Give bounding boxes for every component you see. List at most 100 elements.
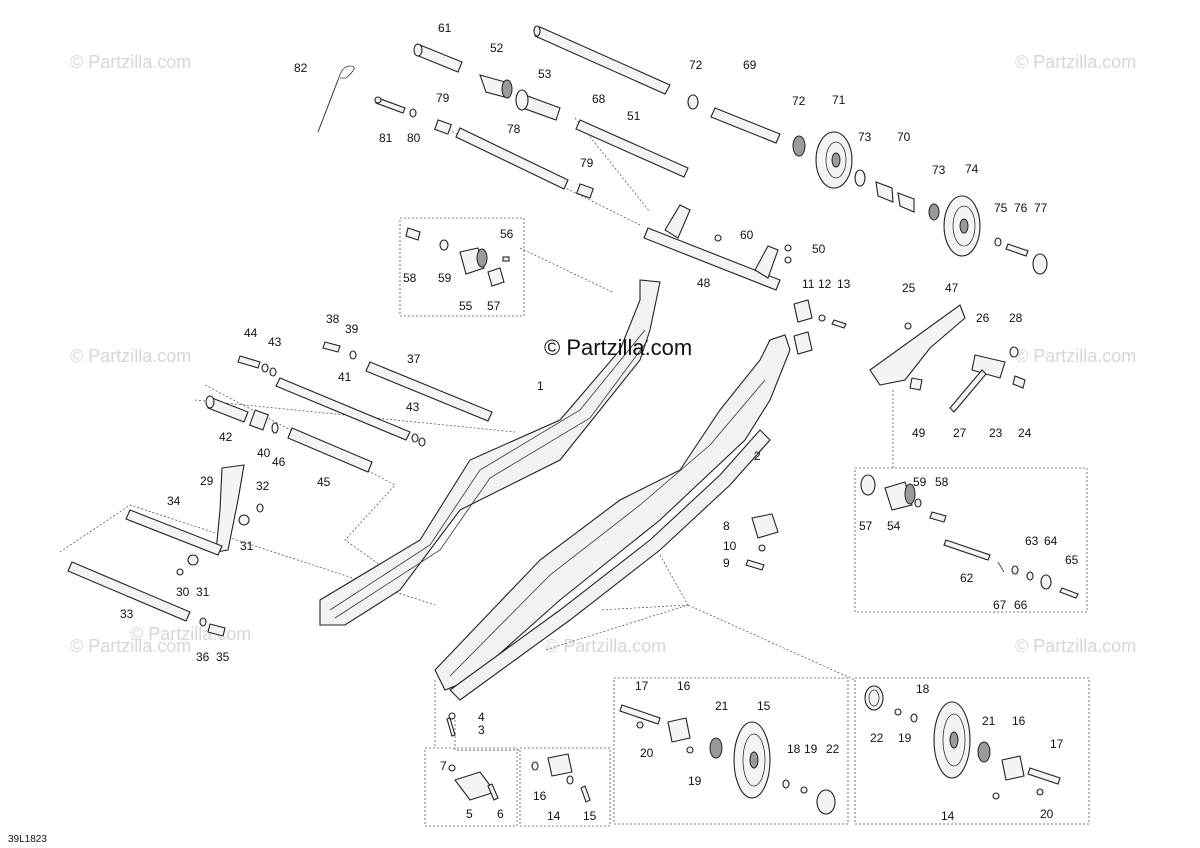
part-label: 41 <box>338 370 352 384</box>
rail-1 <box>319 279 661 626</box>
part-label: 4 <box>478 710 485 724</box>
part-label: 28 <box>1009 311 1023 325</box>
part-label: 5 <box>466 807 473 821</box>
part-label: 46 <box>272 455 286 469</box>
washer-18 <box>782 779 790 789</box>
washer-66 <box>1011 565 1019 575</box>
spacer-61 <box>415 44 463 73</box>
part-label: 27 <box>953 426 967 440</box>
bolt-38 <box>322 341 341 353</box>
shaft-33 <box>67 561 191 622</box>
part-label: 57 <box>859 519 873 533</box>
washer-10 <box>758 544 766 552</box>
part-label: 79 <box>580 156 594 170</box>
nut-50 <box>784 244 792 252</box>
part-label: 17 <box>1050 737 1064 751</box>
shaft-34 <box>125 509 223 556</box>
bolt-17 <box>619 704 661 725</box>
washer-59b <box>914 498 922 508</box>
washer-64 <box>1040 574 1052 590</box>
part-label: 71 <box>832 93 846 107</box>
washer-72b <box>792 135 806 157</box>
part-label: 61 <box>438 21 452 35</box>
top-assembly <box>317 25 1048 291</box>
part-label: 43 <box>268 335 282 349</box>
nut-28 <box>1009 346 1019 358</box>
part-label: 48 <box>697 276 711 290</box>
part-label: 79 <box>436 91 450 105</box>
washer-80 <box>409 108 417 118</box>
bolt-13 <box>831 319 847 329</box>
part-label: 40 <box>257 446 271 460</box>
watermark: © Partzilla.com <box>70 346 191 366</box>
nut-19 <box>686 746 694 754</box>
part-label: 18 <box>787 742 801 756</box>
part-label: 11 <box>802 277 815 291</box>
washer-72 <box>687 94 699 110</box>
washer-12 <box>818 314 826 322</box>
part-label: 10 <box>723 539 737 553</box>
part-label: 19 <box>804 742 818 756</box>
part-label: 1 <box>537 379 544 393</box>
part-label: 52 <box>490 41 504 55</box>
part-label: 31 <box>240 539 254 553</box>
slider-8 <box>751 513 779 539</box>
part-label: 64 <box>1044 534 1058 548</box>
watermark: © Partzilla.com <box>1015 346 1136 366</box>
part-label: 13 <box>837 277 851 291</box>
part-label: 25 <box>902 281 916 295</box>
part-label: 54 <box>887 519 901 533</box>
washer-43 <box>269 367 277 377</box>
part-label: 9 <box>723 556 730 570</box>
nut-20 <box>636 721 644 729</box>
part-label: 67 <box>993 598 1007 612</box>
bolt-3 <box>446 717 456 737</box>
part-label: 50 <box>812 242 826 256</box>
right-box-parts <box>860 474 1079 599</box>
bolt-27 <box>949 369 987 413</box>
part-label: 21 <box>715 699 729 713</box>
wheel-box-left <box>619 704 836 815</box>
part-label: 37 <box>407 352 421 366</box>
washer-63 <box>1026 571 1034 581</box>
rail-2 <box>434 334 791 701</box>
slider-group <box>745 513 779 571</box>
watermark: © Partzilla.com <box>130 624 251 644</box>
watermarks: © Partzilla.com © Partzilla.com © Partzi… <box>70 52 1136 656</box>
part-label: 59 <box>913 475 927 489</box>
part-label: 69 <box>743 58 757 72</box>
shaft-51 <box>575 119 689 178</box>
watermark: © Partzilla.com <box>545 636 666 656</box>
part-label: 60 <box>740 228 754 242</box>
bearing-73 <box>854 169 866 187</box>
bushing-57b <box>860 474 876 496</box>
part-label: 18 <box>916 682 930 696</box>
bolt-44 <box>237 355 261 369</box>
rivet-60 <box>714 234 722 242</box>
group-box-right <box>854 467 1088 613</box>
washer-36 <box>199 617 207 627</box>
top-group-parts <box>405 227 510 287</box>
pin-56 <box>502 256 510 262</box>
bottom-boxes <box>446 712 591 803</box>
part-label: 75 <box>994 201 1008 215</box>
watermark: © Partzilla.com <box>1015 52 1136 72</box>
part-label: 70 <box>897 130 911 144</box>
group-box-bottom-mid <box>519 747 611 827</box>
part-label: 19 <box>898 731 912 745</box>
right-bracket <box>793 299 1026 413</box>
lower-left <box>67 464 264 637</box>
part-label: 14 <box>941 809 955 823</box>
bracket-47 <box>869 304 966 386</box>
shaft-62 <box>943 539 991 561</box>
part-label: 80 <box>407 131 421 145</box>
bolt-76 <box>1005 243 1029 257</box>
part-label: 21 <box>982 714 996 728</box>
bolt-58b <box>929 511 947 523</box>
part-label: 31 <box>196 585 210 599</box>
part-label: 81 <box>379 131 393 145</box>
group-box-wheel-left <box>613 677 849 825</box>
washer-18b <box>910 713 918 723</box>
part-label: 43 <box>406 400 420 414</box>
